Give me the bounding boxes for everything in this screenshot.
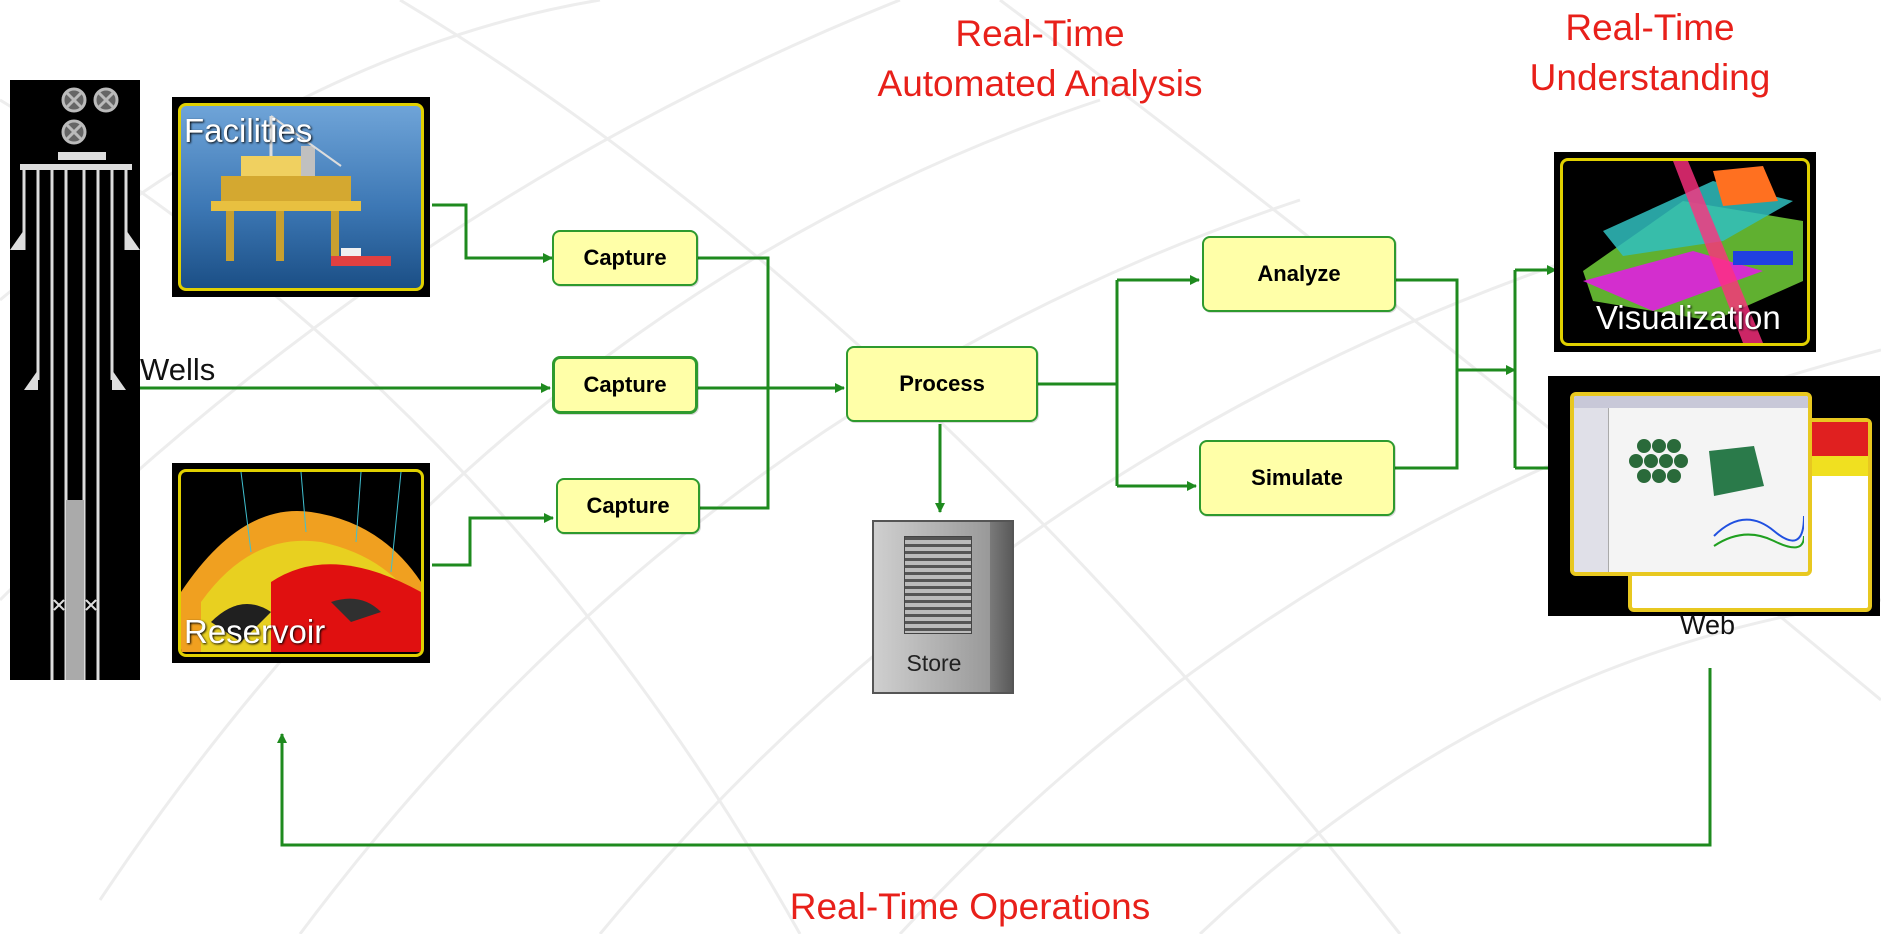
automated-analysis-heading-line2: Automated Analysis <box>877 63 1203 104</box>
visualization-3d-graphic <box>1583 161 1803 343</box>
web-image[interactable] <box>1548 376 1880 616</box>
simulate-label: Simulate <box>1251 465 1343 490</box>
store-server-bay <box>904 536 972 634</box>
capture-middle-label: Capture <box>583 372 667 397</box>
facilities-to-capture-connector <box>432 203 553 263</box>
capture-middle-box[interactable]: Capture <box>552 356 698 414</box>
capture-bottom-box[interactable]: Capture <box>556 478 700 534</box>
oil-platform-graphic <box>211 115 391 266</box>
capture-top-to-merge-connector <box>698 256 770 510</box>
understanding-heading-line1: Real-Time <box>1565 7 1735 48</box>
visualization-image[interactable]: Visualization <box>1554 152 1816 352</box>
web-front-toolbar <box>1574 396 1808 408</box>
reservoir-image: Reservoir <box>172 463 430 663</box>
reservoir-model <box>178 469 424 657</box>
understanding-heading-line2: Understanding <box>1529 57 1771 98</box>
well-schematic <box>10 80 140 680</box>
capture-bottom-label: Capture <box>586 493 670 518</box>
web-front-sidebar <box>1574 408 1609 572</box>
analyze-box[interactable]: Analyze <box>1202 236 1396 312</box>
visualization-caption: Visualization <box>1596 299 1781 336</box>
simulate-box[interactable]: Simulate <box>1199 440 1395 516</box>
process-box[interactable]: Process <box>846 346 1038 422</box>
facilities-caption: Facilities <box>184 112 313 149</box>
analyze-label: Analyze <box>1257 261 1341 286</box>
store-server[interactable]: Store <box>872 520 1014 694</box>
reservoir-to-capture-connector <box>432 513 554 567</box>
web-screenshot-front <box>1570 392 1812 576</box>
capture-top-label: Capture <box>583 245 667 270</box>
split-to-analyze-connector <box>1115 278 1199 488</box>
operations-heading: Real-Time Operations <box>789 886 1151 927</box>
wells-label: Wells <box>140 352 216 387</box>
process-label: Process <box>899 371 985 396</box>
store-label: Store <box>906 650 962 676</box>
feedback-loop-connector <box>277 668 1712 847</box>
facilities-image: Facilities <box>172 97 430 297</box>
facilities-photo <box>178 103 424 291</box>
web-front-chart <box>1629 439 1804 549</box>
analyze-to-merge-connector <box>1392 278 1459 470</box>
visualization-model <box>1560 158 1810 346</box>
capture-top-box[interactable]: Capture <box>552 230 698 286</box>
automated-analysis-heading-line1: Real-Time <box>955 13 1125 54</box>
reservoir-caption: Reservoir <box>184 613 326 650</box>
store-server-side <box>990 522 1012 692</box>
reservoir-3d-graphic <box>181 472 421 652</box>
web-label: Web <box>1680 610 1736 640</box>
